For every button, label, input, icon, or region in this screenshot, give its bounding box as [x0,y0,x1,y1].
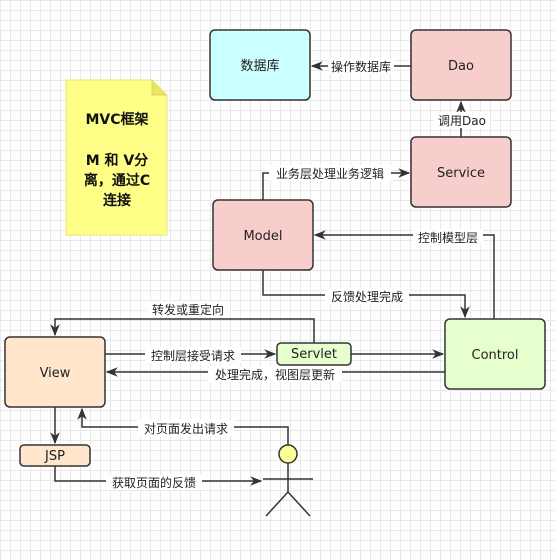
user-actor-icon [263,444,313,517]
edge-label-control-to-view: 处理完成，视图层更新 [208,366,342,382]
svg-text:获取页面的反馈: 获取页面的反馈 [112,475,196,490]
svg-text:控制层接受请求: 控制层接受请求 [151,348,235,363]
edge-label-servlet-to-view: 转发或重定向 [146,301,230,317]
svg-text:控制模型层: 控制模型层 [418,231,478,245]
svg-text:操作数据库: 操作数据库 [331,59,391,74]
control-label: Control [472,348,519,363]
control-box[interactable] [444,318,546,390]
jsp-label: JSP [44,449,65,464]
edge-label-model-to-control: 反馈处理完成 [325,288,409,304]
edge-label-service-to-dao: 调用Dao [434,112,490,128]
svg-text:处理完成，视图层更新: 处理完成，视图层更新 [215,367,335,382]
svg-text:对页面发出请求: 对页面发出请求 [144,421,228,436]
edge-label-view-to-servlet: 控制层接受请求 [145,347,241,363]
edge-label-model-to-service: 业务层处理业务逻辑 [269,165,391,181]
edge-label-dao-to-db: 操作数据库 [328,58,394,74]
svg-text:调用Dao: 调用Dao [438,114,486,128]
note-line-2: M 和 V分 [86,153,149,169]
svg-text:转发或重定向: 转发或重定向 [152,302,224,317]
edge-label-jsp-to-user: 获取页面的反馈 [106,474,202,490]
note-line-3: 离，通过C [84,172,150,189]
svg-text:业务层处理业务逻辑: 业务层处理业务逻辑 [276,166,384,181]
edge-servlet-to-view [50,318,315,343]
dao-box[interactable] [410,29,512,101]
mvc-note: MVC框架 M 和 V分 离，通过C 连接 [65,79,168,236]
servlet-label: Servlet [291,347,337,362]
note-line-1: MVC框架 [85,111,148,128]
dao-label: Dao [448,59,474,74]
service-label: Service [437,166,485,181]
edge-label-user-to-view: 对页面发出请求 [138,420,234,436]
edge-label-control-to-model: 控制模型层 [413,229,483,245]
model-label: Model [243,229,282,244]
view-label: View [40,366,71,381]
database-box[interactable] [209,29,311,101]
note-line-4: 连接 [103,192,131,209]
database-label: 数据库 [240,58,279,74]
edge-control-to-model [313,230,495,319]
svg-text:反馈处理完成: 反馈处理完成 [331,289,403,304]
